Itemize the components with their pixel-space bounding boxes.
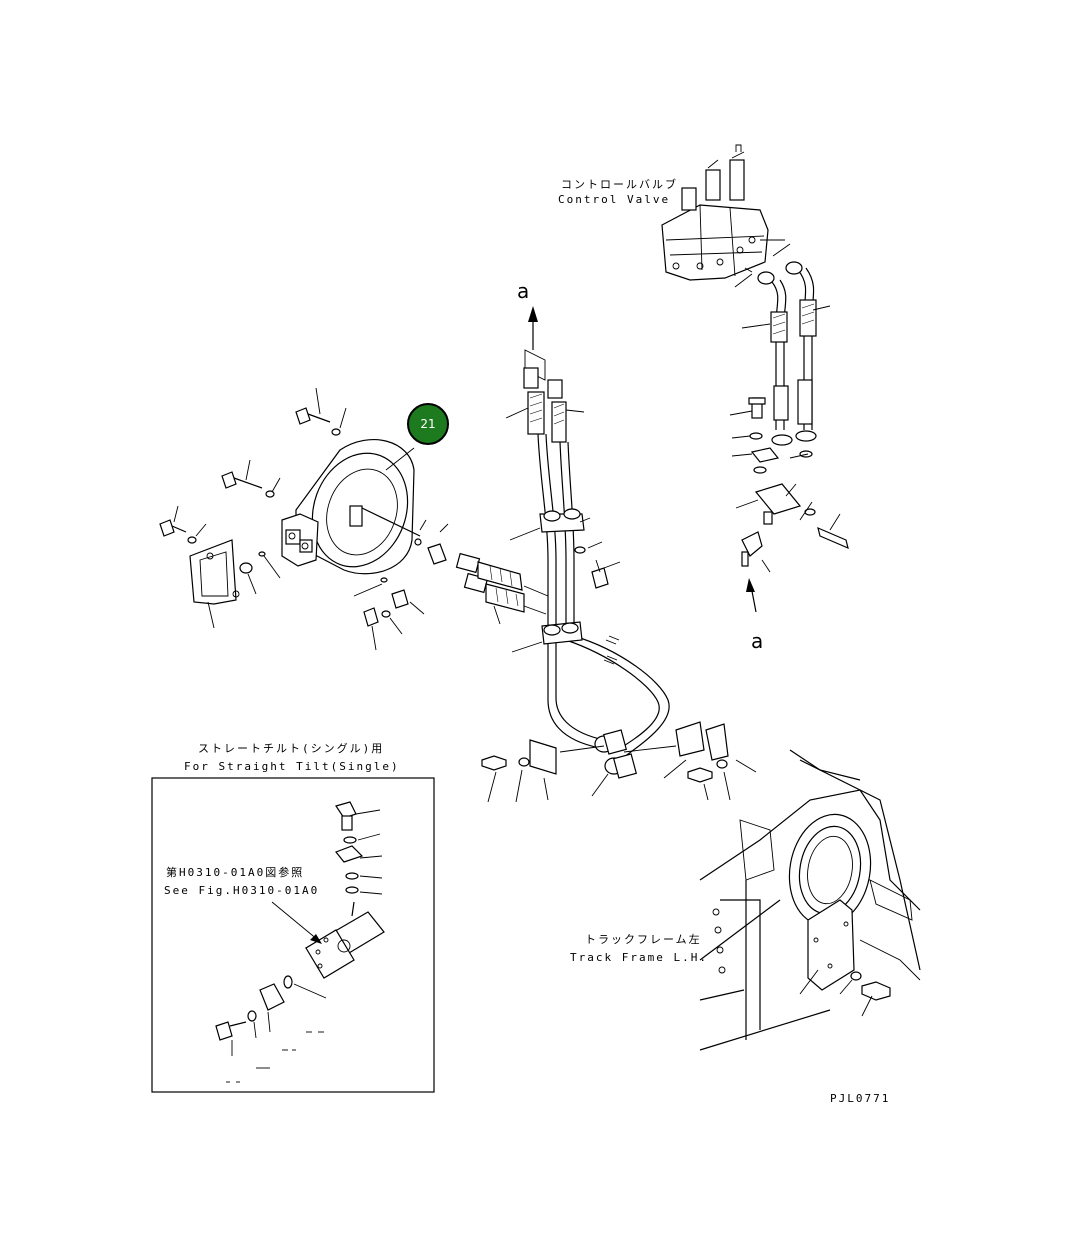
see-fig-label-en: See Fig.H0310-01A0 bbox=[164, 884, 320, 897]
track-frame-label-jp: トラックフレーム左 bbox=[585, 933, 702, 946]
see-fig-label-jp: 第H0310-01A0図参照 bbox=[166, 866, 305, 879]
straight-tilt-label-en: For Straight Tilt(Single) bbox=[184, 760, 400, 773]
straight-tilt-label-jp: ストレートチルト(シングル)用 bbox=[198, 742, 385, 755]
center-hoses bbox=[481, 306, 757, 803]
control-valve-label-jp: コントロールバルブ bbox=[561, 178, 678, 191]
valve-hoses bbox=[741, 261, 831, 446]
part-callout-21[interactable]: 21 bbox=[407, 403, 449, 445]
track-frame-label-en: Track Frame L.H. bbox=[570, 951, 708, 964]
arrow-label-a-top: a bbox=[517, 279, 530, 303]
mount-bracket bbox=[159, 387, 549, 651]
right-fittings bbox=[729, 397, 849, 613]
inset-straight-tilt bbox=[151, 777, 435, 1093]
arrow-label-a-right: a bbox=[751, 629, 764, 653]
drawing-code: PJL0771 bbox=[830, 1092, 891, 1105]
track-frame bbox=[699, 749, 921, 1051]
control-valve-label-en: Control Valve bbox=[558, 193, 671, 206]
control-valve bbox=[661, 144, 791, 288]
